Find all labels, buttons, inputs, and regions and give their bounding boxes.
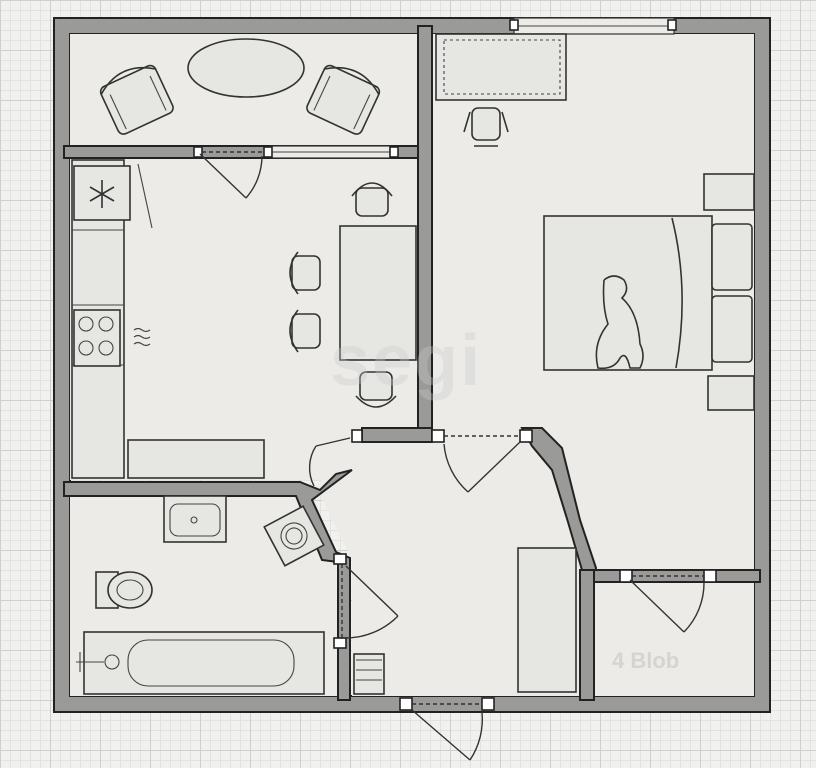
heat-icon [133, 327, 151, 347]
pillow [711, 295, 753, 363]
closet-door-leaf [629, 579, 685, 633]
toilet [95, 571, 153, 609]
window-post [509, 19, 519, 31]
window-post [389, 146, 399, 158]
pillow [711, 223, 753, 291]
dining-chair [355, 371, 397, 408]
balcony-table [187, 38, 305, 98]
office-chair [463, 107, 509, 147]
bedroom-door-leaf [467, 441, 521, 493]
door-post [351, 429, 363, 443]
window-post [263, 146, 273, 158]
counter-lower [127, 439, 265, 479]
shoe-rack [353, 653, 385, 695]
watermark-text: segi [330, 321, 483, 401]
nightstand [703, 173, 755, 211]
window-post [667, 19, 677, 31]
door-post [519, 429, 533, 443]
kitchen-bottom-wall [361, 427, 433, 443]
bathroom-door-leaf [345, 565, 399, 617]
desk [435, 33, 567, 101]
snowflake-icon [89, 180, 115, 208]
hallway-furniture [353, 547, 577, 695]
dining-chair [289, 251, 321, 295]
bed [543, 215, 713, 371]
kitchen-furniture [71, 159, 417, 479]
windows [263, 17, 677, 159]
entrance-door-leaf [411, 709, 471, 761]
door-post [399, 697, 413, 711]
balcony-furniture [99, 38, 381, 135]
door-post [333, 637, 347, 649]
closet-floor [594, 582, 754, 696]
door-post [333, 553, 347, 565]
nightstand [707, 375, 755, 411]
armchair-left [99, 64, 174, 135]
stove [73, 309, 121, 367]
dining-chair [289, 309, 321, 353]
doors [193, 146, 717, 761]
washing-machine [263, 505, 325, 567]
closet-left-wall [579, 569, 595, 701]
balcony-door-leaf [199, 153, 247, 199]
kitchen-door-leaf [315, 437, 351, 447]
corner-watermark: 4 Blob [612, 648, 680, 673]
sleeping-figure [595, 275, 644, 370]
door-post [431, 429, 445, 443]
door-post [703, 569, 717, 583]
door-post [481, 697, 495, 711]
sink [163, 495, 227, 543]
dining-table [339, 225, 417, 361]
dining-chair [351, 182, 393, 217]
bathtub [76, 631, 325, 695]
armchair-right [306, 64, 381, 135]
bathroom-furniture [76, 495, 325, 695]
fridge [73, 165, 131, 221]
bedroom-furniture [435, 33, 755, 411]
wardrobe [517, 547, 577, 693]
